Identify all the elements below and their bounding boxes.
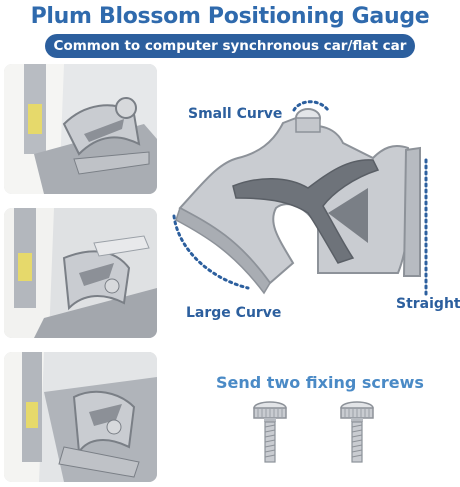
usage-photo-1 bbox=[4, 64, 157, 194]
gauge-illustration bbox=[168, 88, 458, 298]
screw-image-2 bbox=[337, 400, 377, 465]
usage-photo-3 bbox=[4, 352, 157, 482]
straight-label: Straight bbox=[396, 296, 460, 312]
screws-title: Send two fixing screws bbox=[216, 373, 424, 392]
usage-photo-2 bbox=[4, 208, 157, 338]
large-curve-label: Large Curve bbox=[186, 305, 282, 321]
page-title: Plum Blossom Positioning Gauge bbox=[30, 4, 430, 29]
small-curve-label: Small Curve bbox=[188, 106, 283, 122]
subtitle-banner: Common to computer synchronous car/flat … bbox=[45, 34, 415, 58]
screw-image-1 bbox=[250, 400, 290, 465]
